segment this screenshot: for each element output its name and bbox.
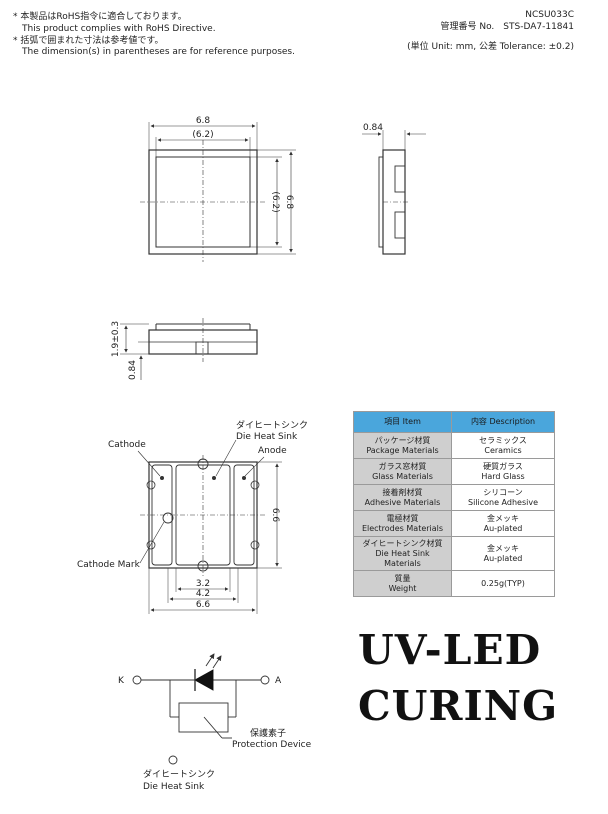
cathode-mark-circle: [162, 512, 174, 524]
banner-line-1: UV-LED: [358, 626, 542, 674]
anode-terminal: [260, 675, 270, 685]
terminal-k-label: K: [118, 676, 125, 686]
item-jp: 接着剤材質: [382, 487, 423, 497]
item-en: Weight: [388, 583, 417, 593]
heat-sink-label-jp: ダイヒートシンク: [143, 768, 215, 780]
rohs-note-jp: * 本製品はRoHS指令に適合しております。: [13, 12, 187, 22]
item-en: Materials: [384, 558, 421, 568]
heat-sink-terminal: [168, 755, 178, 765]
cathode-mark-label: Cathode Mark: [77, 560, 141, 570]
die-heat-sink-label-en: Die Heat Sink: [236, 432, 298, 442]
heat-sink-label-en: Die Heat Sink: [143, 782, 205, 792]
desc-value: 0.25g(TYP): [481, 578, 525, 588]
item-en: Package Materials: [366, 445, 439, 455]
desc-en: Hard Glass: [481, 471, 525, 481]
reference-note-jp: * 括弧で囲まれた寸法は参考値です。: [13, 36, 164, 46]
item-jp: ダイヒートシンク材質: [362, 538, 443, 548]
item-en: Die Heat Sink: [375, 548, 430, 558]
top-view: [140, 122, 296, 262]
desc-jp: 金メッキ: [487, 543, 519, 553]
bottom-height-dim: 6.6: [270, 508, 280, 523]
desc-jp: シリコーン: [483, 487, 523, 497]
desc-en: Ceramics: [484, 445, 522, 455]
front-base-dim: 0.84: [128, 360, 138, 380]
table-header-description: 内容 Description: [451, 411, 555, 433]
desc-jp: 金メッキ: [487, 513, 519, 523]
cathode-terminal: [132, 675, 142, 685]
banner-line-2: CURING: [358, 682, 559, 730]
item-en: Electrodes Materials: [361, 523, 444, 533]
desc-jp: 硬質ガラス: [483, 461, 523, 471]
top-width-ref-dim: (6.2): [192, 130, 213, 140]
item-en: Glass Materials: [372, 471, 433, 481]
item-jp: パッケージ材質: [374, 435, 431, 445]
item-jp: ガラス窓材質: [378, 461, 427, 471]
desc-en: Silicone Adhesive: [467, 497, 539, 507]
led-diode-icon: [194, 669, 214, 691]
model-number: NCSU033C: [525, 10, 574, 20]
protection-device-label-en: Protection Device: [232, 740, 312, 750]
bottom-view: [137, 439, 282, 614]
die-heat-sink-label-jp: ダイヒートシンク: [236, 419, 308, 431]
desc-jp: セラミックス: [479, 435, 527, 445]
bottom-outer-dim: 6.6: [196, 600, 211, 610]
top-height-dim: 6.8: [284, 195, 294, 210]
item-en: Adhesive Materials: [364, 497, 441, 507]
bottom-mid-dim: 4.2: [196, 589, 210, 599]
item-jp: 電極材質: [386, 513, 419, 523]
item-jp: 質量: [394, 573, 411, 583]
desc-en: Au-plated: [483, 553, 523, 563]
protection-device-box: [178, 702, 229, 733]
side-view: [362, 130, 426, 255]
anode-label: Anode: [258, 446, 287, 456]
reference-note-en: The dimension(s) in parentheses are for …: [22, 47, 295, 57]
cathode-label: Cathode: [108, 440, 146, 450]
top-height-ref-dim: (6.2): [270, 191, 280, 212]
bottom-inner-dim: 3.2: [196, 579, 210, 589]
doc-number: 管理番号 No. STS-DA7-11841: [440, 22, 574, 32]
circuit-diagram: [132, 653, 270, 765]
front-height-dim: 1.9±0.3: [111, 321, 121, 357]
terminal-a-label: A: [275, 676, 282, 686]
rohs-note-en: This product complies with RoHS Directiv…: [22, 24, 216, 34]
top-width-dim: 6.8: [196, 116, 211, 126]
side-thickness-dim: 0.84: [363, 123, 383, 133]
table-header-item: 項目 Item: [353, 411, 452, 433]
units-tolerance: (単位 Unit: mm, 公差 Tolerance: ±0.2): [407, 42, 574, 52]
protection-device-label-jp: 保護素子: [250, 727, 286, 739]
desc-en: Au-plated: [483, 523, 523, 533]
front-view: [120, 318, 258, 380]
